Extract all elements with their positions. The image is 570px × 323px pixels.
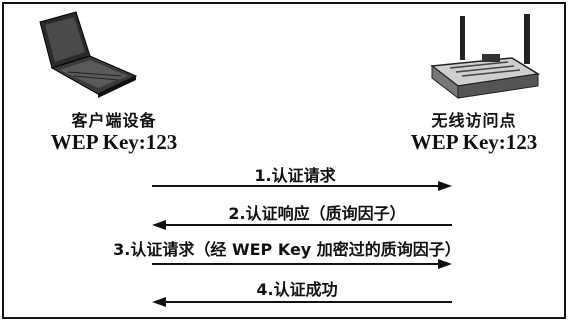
ap-label-group: 无线访问点 WEP Key:123 (404, 111, 544, 155)
step-3-arrow-right (152, 259, 452, 269)
step-1-label: 1.认证请求 (254, 166, 336, 185)
step-4-arrow-left (152, 297, 452, 307)
ap-wep-key: WEP Key:123 (410, 130, 538, 155)
router-icon (430, 14, 541, 100)
step-2-arrow-left (152, 220, 452, 230)
diagram-frame: 客户端设备 WEP Key:123 无线访问点 WEP Key:123 1.认证… (2, 2, 566, 319)
step-2-label: 2.认证响应（质询因子） (228, 204, 406, 223)
step-3-label: 3.认证请求（经 WEP Key 加密过的质询因子） (113, 240, 461, 259)
laptop-icon (39, 11, 138, 98)
step-1-arrow-right (152, 181, 452, 191)
client-label-group: 客户端设备 WEP Key:123 (44, 111, 184, 155)
step-4-label: 4.认证成功 (256, 280, 338, 299)
client-wep-key: WEP Key:123 (50, 130, 178, 155)
client-name: 客户端设备 (71, 111, 157, 130)
ap-name: 无线访问点 (431, 111, 517, 130)
